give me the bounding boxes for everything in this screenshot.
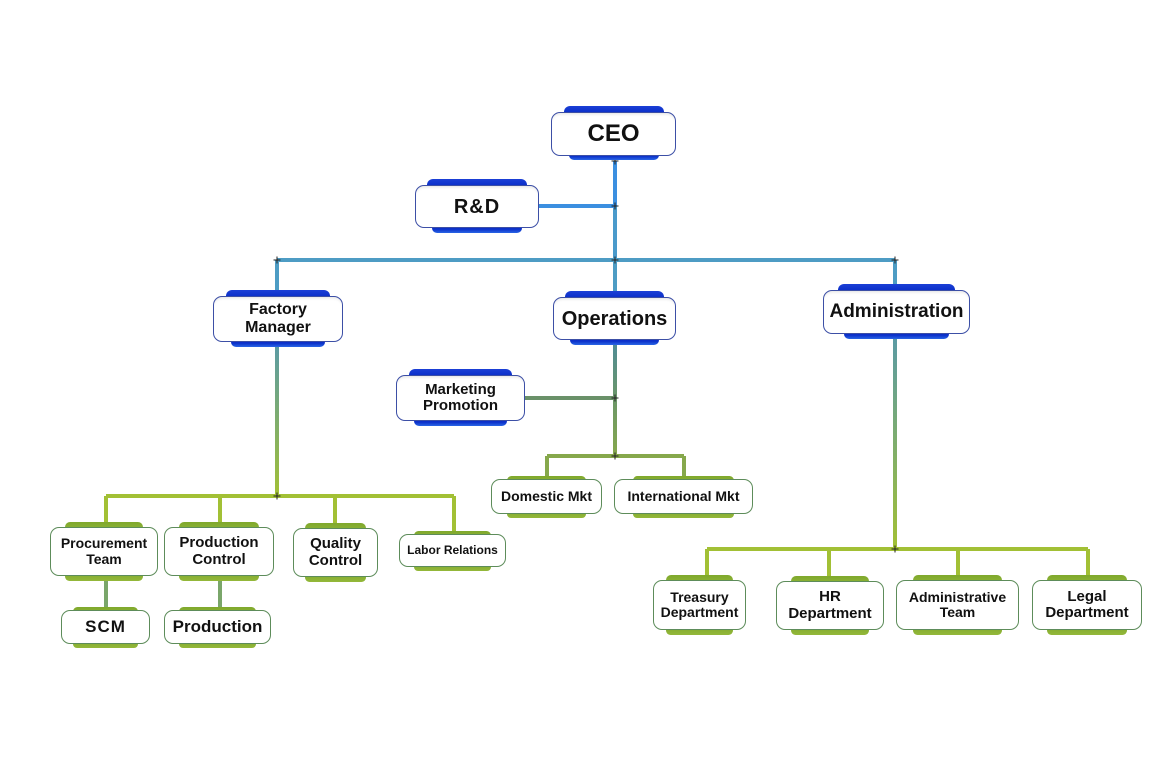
- node-label: Administration: [823, 290, 970, 334]
- node-quality-control[interactable]: Quality Control: [293, 523, 378, 582]
- node-label: Procurement Team: [50, 527, 158, 576]
- node-label: Production Control: [164, 527, 274, 576]
- node-rnd[interactable]: R&D: [415, 179, 539, 233]
- node-label: Administrative Team: [896, 580, 1019, 630]
- node-ceo[interactable]: CEO: [551, 106, 676, 160]
- node-international-mkt[interactable]: International Mkt: [614, 476, 753, 518]
- node-hr-department[interactable]: HR Department: [776, 576, 884, 635]
- node-label: Treasury Department: [653, 580, 746, 630]
- node-label: Factory Manager: [213, 296, 343, 342]
- node-production[interactable]: Production: [164, 607, 271, 648]
- node-administrative-team[interactable]: Administrative Team: [896, 575, 1019, 635]
- junction-plus-icon[interactable]: [273, 256, 281, 264]
- junction-plus-icon[interactable]: [611, 256, 619, 264]
- node-labor-relations[interactable]: Labor Relations: [399, 531, 506, 571]
- junction-plus-icon[interactable]: [891, 256, 899, 264]
- junction-plus-icon[interactable]: [611, 202, 619, 210]
- node-label: Quality Control: [293, 528, 378, 577]
- node-operations[interactable]: Operations: [553, 291, 676, 345]
- junction-plus-icon[interactable]: [891, 545, 899, 553]
- node-legal-department[interactable]: Legal Department: [1032, 575, 1142, 635]
- junction-plus-icon[interactable]: [611, 394, 619, 402]
- junction-plus-icon[interactable]: [611, 157, 619, 165]
- node-factory-manager[interactable]: Factory Manager: [213, 290, 343, 347]
- node-marketing-promotion[interactable]: Marketing Promotion: [396, 369, 525, 426]
- node-label: CEO: [551, 112, 676, 156]
- node-label: Labor Relations: [399, 534, 506, 567]
- node-procurement-team[interactable]: Procurement Team: [50, 522, 158, 581]
- node-label: R&D: [415, 185, 539, 228]
- node-label: International Mkt: [614, 479, 753, 514]
- node-domestic-mkt[interactable]: Domestic Mkt: [491, 476, 602, 518]
- connector-factory-trunk: [275, 344, 279, 496]
- junction-plus-icon[interactable]: [611, 452, 619, 460]
- node-label: Domestic Mkt: [491, 479, 602, 514]
- node-label: Operations: [553, 297, 676, 340]
- node-label: HR Department: [776, 581, 884, 630]
- node-scm[interactable]: SCM: [61, 607, 150, 648]
- node-label: SCM: [61, 610, 150, 644]
- junction-plus-icon[interactable]: [273, 492, 281, 500]
- node-production-control[interactable]: Production Control: [164, 522, 274, 581]
- node-label: Production: [164, 610, 271, 644]
- node-label: Marketing Promotion: [396, 375, 525, 421]
- connector-administration-trunk: [893, 336, 897, 549]
- node-treasury-department[interactable]: Treasury Department: [653, 575, 746, 635]
- node-label: Legal Department: [1032, 580, 1142, 630]
- node-administration[interactable]: Administration: [823, 284, 970, 339]
